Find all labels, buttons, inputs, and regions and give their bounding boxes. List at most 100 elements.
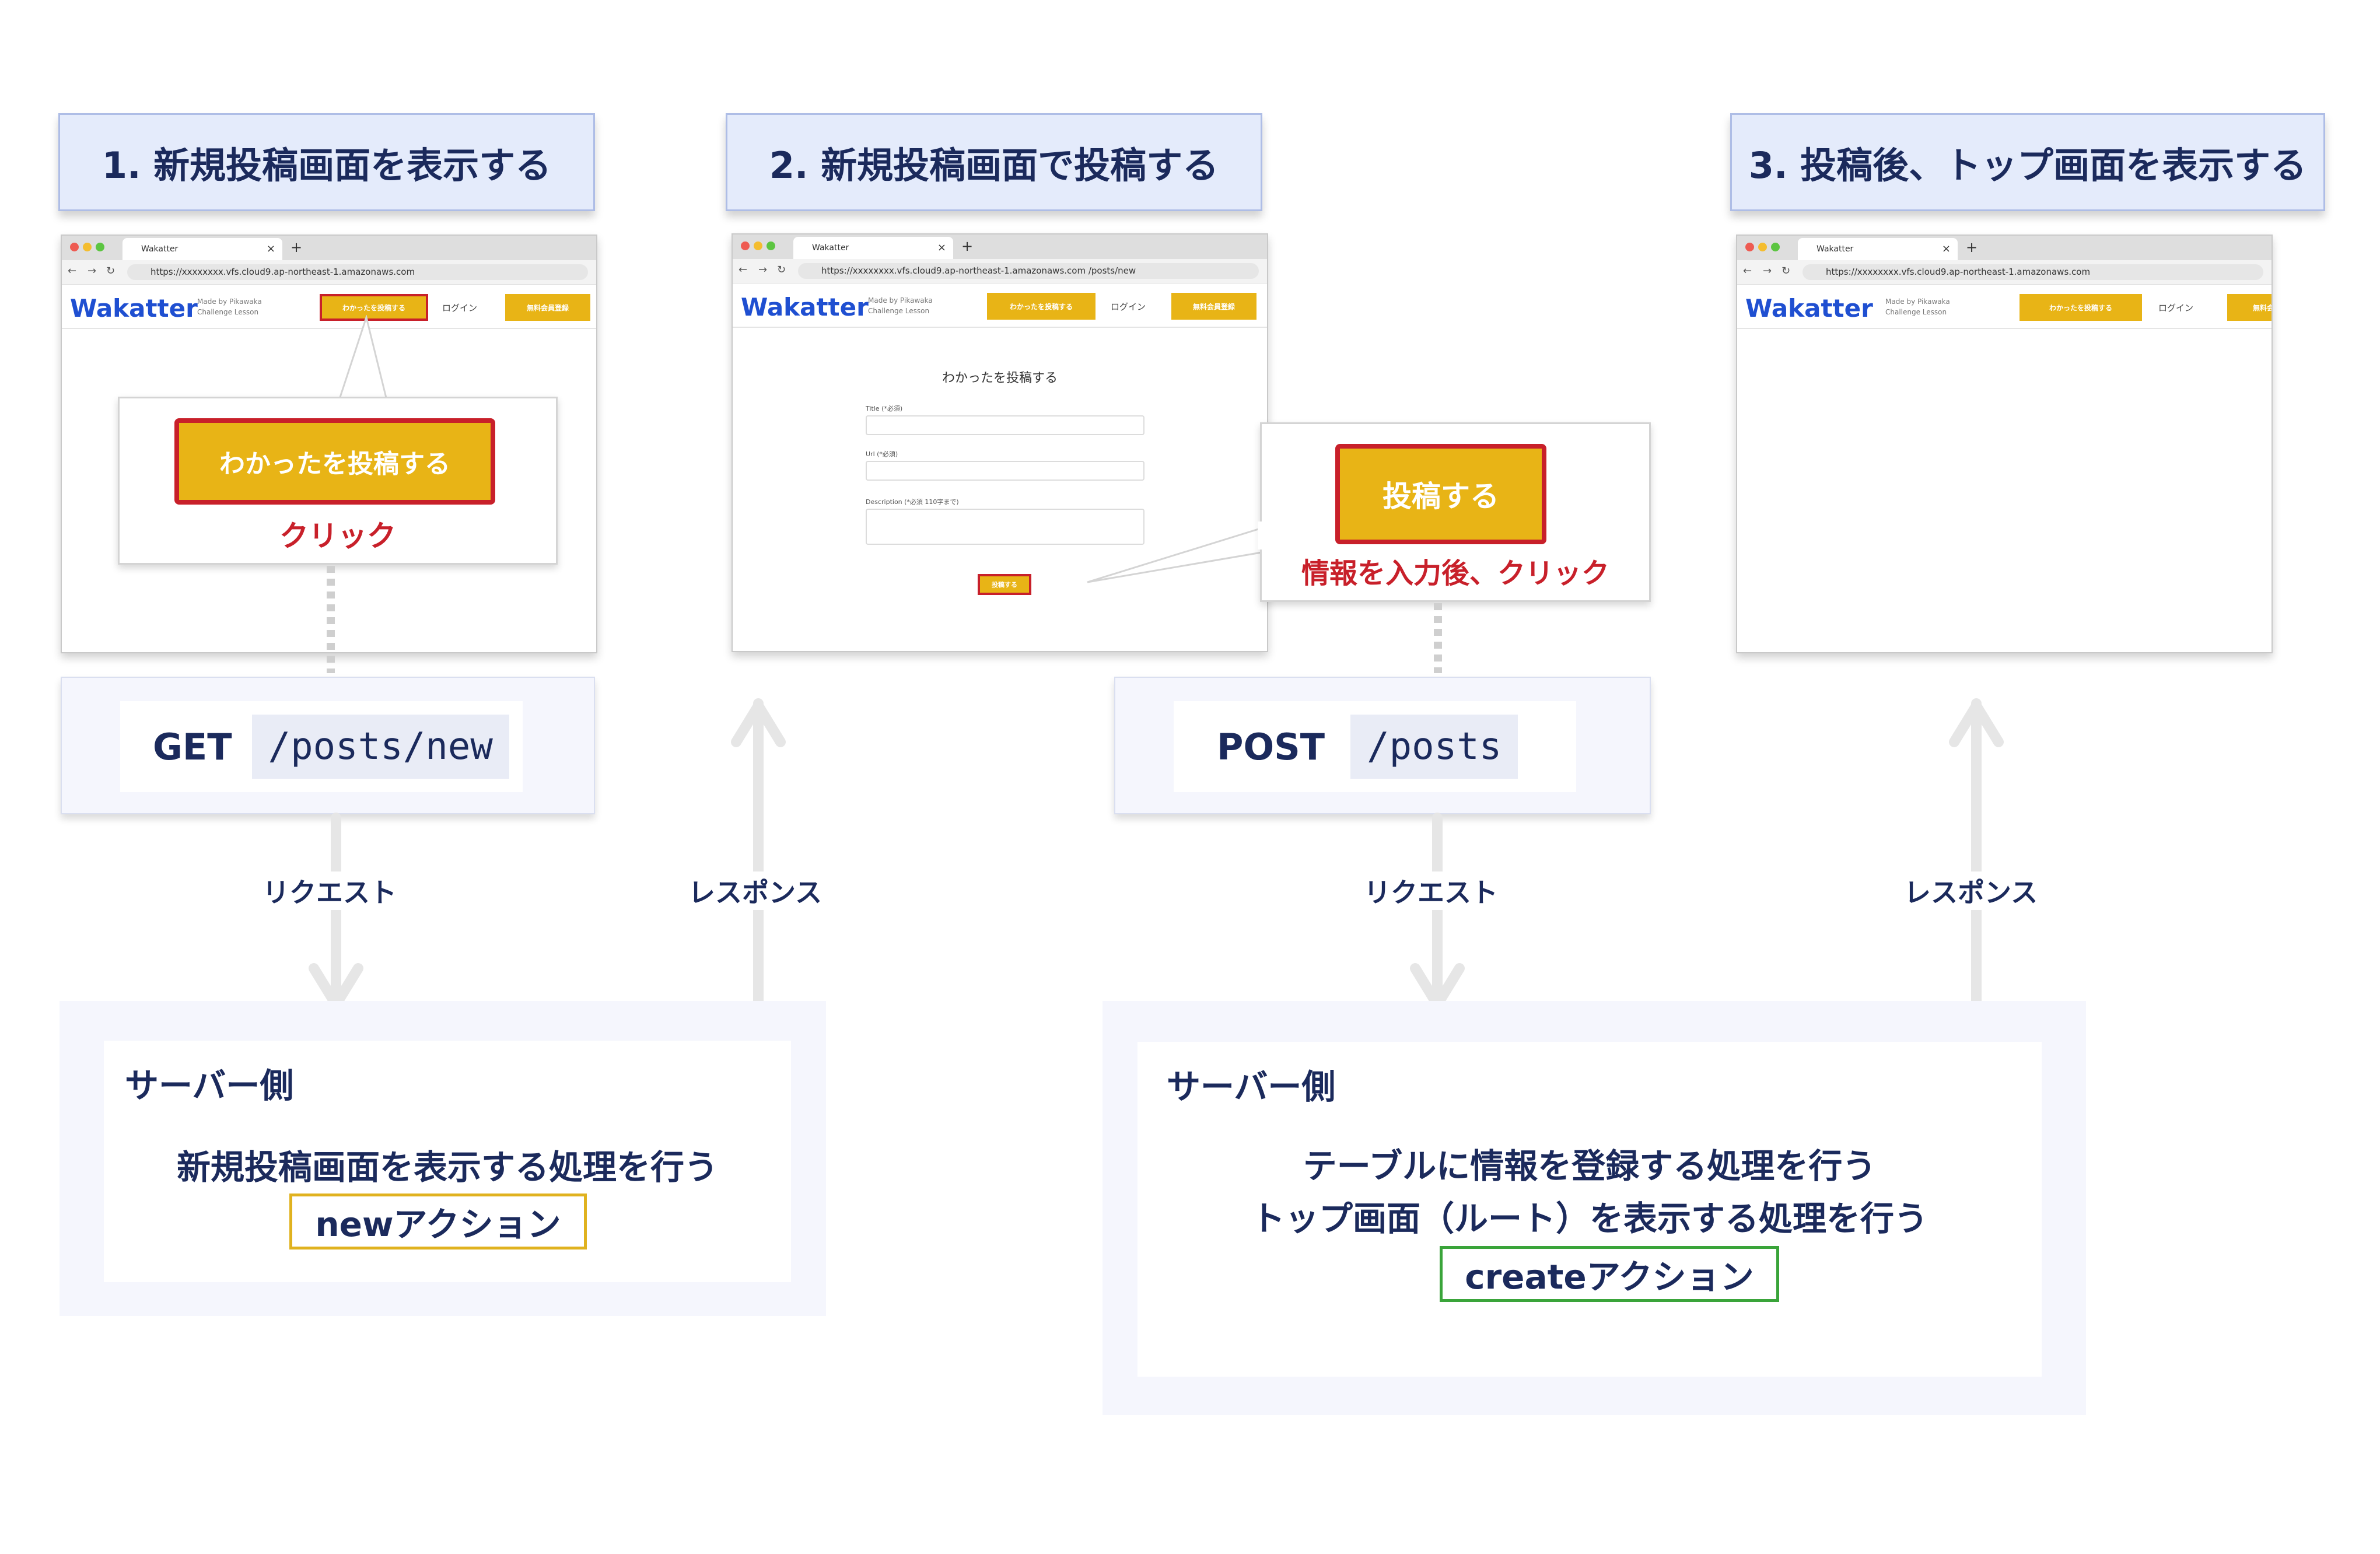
request-box-post: POST /posts bbox=[1114, 677, 1651, 814]
new-tab-icon[interactable]: + bbox=[290, 239, 303, 256]
forward-icon[interactable]: → bbox=[88, 265, 97, 277]
response-label-1: レスポンス bbox=[684, 872, 827, 910]
signup-button[interactable]: 無料会員登録 bbox=[505, 294, 590, 321]
request-box-get: GET /posts/new bbox=[61, 677, 595, 814]
logo-sub-line: Challenge Lesson bbox=[1885, 308, 1947, 316]
header-divider bbox=[733, 327, 1267, 328]
server-process-line: 新規投稿画面を表示する処理を行う bbox=[176, 1147, 718, 1187]
back-icon[interactable]: ← bbox=[738, 264, 748, 276]
url-field[interactable]: https://xxxxxxxx.vfs.cloud9.ap-northeast… bbox=[1803, 264, 2263, 280]
minimize-dot-icon[interactable] bbox=[1758, 243, 1767, 251]
highlight-post-button[interactable]: わかったを投稿する bbox=[174, 418, 495, 505]
dashed-connector bbox=[327, 566, 335, 673]
callout-pointer bbox=[1087, 524, 1272, 583]
site-logo[interactable]: Wakatter bbox=[1745, 294, 1873, 323]
signup-button[interactable]: 無料会員登録 bbox=[1171, 293, 1256, 320]
callout-submit: 投稿する 情報を入力後、クリック bbox=[1260, 422, 1651, 602]
logo-sub-line: Challenge Lesson bbox=[868, 307, 930, 315]
close-tab-icon[interactable]: × bbox=[1941, 243, 1951, 255]
back-icon[interactable]: ← bbox=[1743, 265, 1752, 277]
close-tab-icon[interactable]: × bbox=[266, 243, 275, 255]
logo-sub-line: Made by Pikawaka bbox=[868, 296, 933, 304]
browser-tab[interactable]: Wakatter× bbox=[793, 237, 953, 259]
callout-joint bbox=[1258, 522, 1264, 550]
callout-joint bbox=[338, 399, 373, 404]
callout-pointer bbox=[337, 315, 388, 402]
minimize-dot-icon[interactable] bbox=[83, 243, 92, 251]
address-bar: ← → ↻ https://xxxxxxxx.vfs.cloud9.ap-nor… bbox=[1737, 260, 2272, 285]
browser-tab[interactable]: Wakatter × bbox=[1798, 238, 1958, 260]
click-caption: クリック bbox=[279, 519, 396, 553]
server-process-line: テーブルに情報を登録する処理を行う bbox=[1303, 1146, 1877, 1186]
post-wakatta-button[interactable]: わかったを投稿する bbox=[320, 294, 428, 321]
arrow-head bbox=[1949, 701, 2004, 747]
forward-icon[interactable]: → bbox=[758, 264, 768, 276]
close-tab-icon[interactable]: × bbox=[937, 242, 946, 254]
server-title: サーバー側 bbox=[1167, 1067, 1336, 1107]
signup-button[interactable]: 無料会員登録 bbox=[2227, 294, 2272, 321]
site-logo[interactable]: Wakatter bbox=[741, 293, 869, 321]
new-tab-icon[interactable]: + bbox=[1966, 239, 1978, 256]
login-link[interactable]: ログイン bbox=[1111, 302, 1146, 312]
new-action-badge: newアクション bbox=[289, 1194, 587, 1250]
minimize-dot-icon[interactable] bbox=[754, 242, 762, 250]
title-label: Title (*必須) bbox=[866, 405, 903, 412]
step-1-title: 1. 新規投稿画面を表示する bbox=[58, 113, 595, 211]
submit-caption: 情報を入力後、クリック bbox=[1301, 557, 1609, 590]
server-card: サーバー側 テーブルに情報を登録する処理を行う トップ画面（ルート）を表示する処… bbox=[1138, 1042, 2042, 1377]
request-pill: GET /posts/new bbox=[120, 701, 523, 792]
highlight-submit-button[interactable]: 投稿する bbox=[1335, 444, 1546, 544]
tab-bar: Wakatter× + bbox=[733, 235, 1267, 259]
maximize-dot-icon[interactable] bbox=[96, 243, 104, 251]
browser-tab[interactable]: Wakatter × bbox=[123, 238, 282, 260]
create-action-badge: createアクション bbox=[1440, 1246, 1779, 1302]
request-path: /posts bbox=[1350, 715, 1518, 779]
server-title: サーバー側 bbox=[125, 1066, 294, 1105]
reload-icon[interactable]: ↻ bbox=[106, 265, 116, 277]
forward-icon[interactable]: → bbox=[1763, 265, 1772, 277]
arrow-head bbox=[309, 963, 363, 1010]
header-divider bbox=[62, 328, 596, 329]
response-label-2: レスポンス bbox=[1899, 872, 2043, 910]
server-side-panel-1: サーバー側 新規投稿画面を表示する処理を行う newアクション bbox=[60, 1001, 826, 1316]
close-dot-icon[interactable] bbox=[741, 242, 750, 250]
post-wakatta-button[interactable]: わかったを投稿する bbox=[2020, 294, 2142, 321]
tab-bar: Wakatter × + bbox=[62, 236, 596, 260]
server-side-panel-2: サーバー側 テーブルに情報を登録する処理を行う トップ画面（ルート）を表示する処… bbox=[1102, 1001, 2086, 1415]
tab-title: Wakatter bbox=[1817, 244, 1854, 254]
title-input[interactable] bbox=[866, 415, 1144, 435]
close-dot-icon[interactable] bbox=[70, 243, 79, 251]
description-textarea[interactable] bbox=[866, 509, 1144, 545]
login-link[interactable]: ログイン bbox=[2158, 303, 2194, 313]
step-3-title: 3. 投稿後、トップ画面を表示する bbox=[1730, 113, 2325, 211]
site-logo[interactable]: Wakatter bbox=[70, 294, 198, 323]
server-card: サーバー側 新規投稿画面を表示する処理を行う newアクション bbox=[104, 1041, 791, 1282]
new-tab-icon[interactable]: + bbox=[961, 238, 974, 254]
request-label-2: リクエスト bbox=[1359, 872, 1503, 910]
submit-post-button[interactable]: 投稿する bbox=[978, 574, 1031, 595]
url-field[interactable]: https://xxxxxxxx.vfs.cloud9.ap-northeast… bbox=[127, 264, 588, 280]
request-pill: POST /posts bbox=[1174, 701, 1576, 792]
form-title: わかったを投稿する bbox=[942, 371, 1058, 386]
url-input[interactable] bbox=[866, 461, 1144, 481]
login-link[interactable]: ログイン bbox=[442, 303, 478, 313]
reload-icon[interactable]: ↻ bbox=[1782, 265, 1791, 277]
back-icon[interactable]: ← bbox=[68, 265, 77, 277]
arrow-head bbox=[1410, 963, 1465, 1010]
dashed-connector bbox=[1434, 603, 1442, 673]
browser-window-3: Wakatter × + ← → ↻ https://xxxxxxxx.vfs.c… bbox=[1736, 235, 2273, 653]
url-field[interactable]: https://xxxxxxxx.vfs.cloud9.ap-northeast… bbox=[798, 263, 1259, 279]
post-wakatta-button[interactable]: わかったを投稿する bbox=[987, 293, 1096, 320]
close-dot-icon[interactable] bbox=[1745, 243, 1754, 251]
reload-icon[interactable]: ↻ bbox=[777, 264, 786, 276]
address-bar: ← → ↻ https://xxxxxxxx.vfs.cloud9.ap-nor… bbox=[733, 259, 1267, 284]
maximize-dot-icon[interactable] bbox=[1771, 243, 1780, 251]
maximize-dot-icon[interactable] bbox=[766, 242, 775, 250]
callout-click-post: わかったを投稿する クリック bbox=[118, 397, 558, 565]
logo-sub-line: Made by Pikawaka bbox=[197, 298, 262, 306]
tab-title: Wakatter bbox=[141, 244, 178, 254]
